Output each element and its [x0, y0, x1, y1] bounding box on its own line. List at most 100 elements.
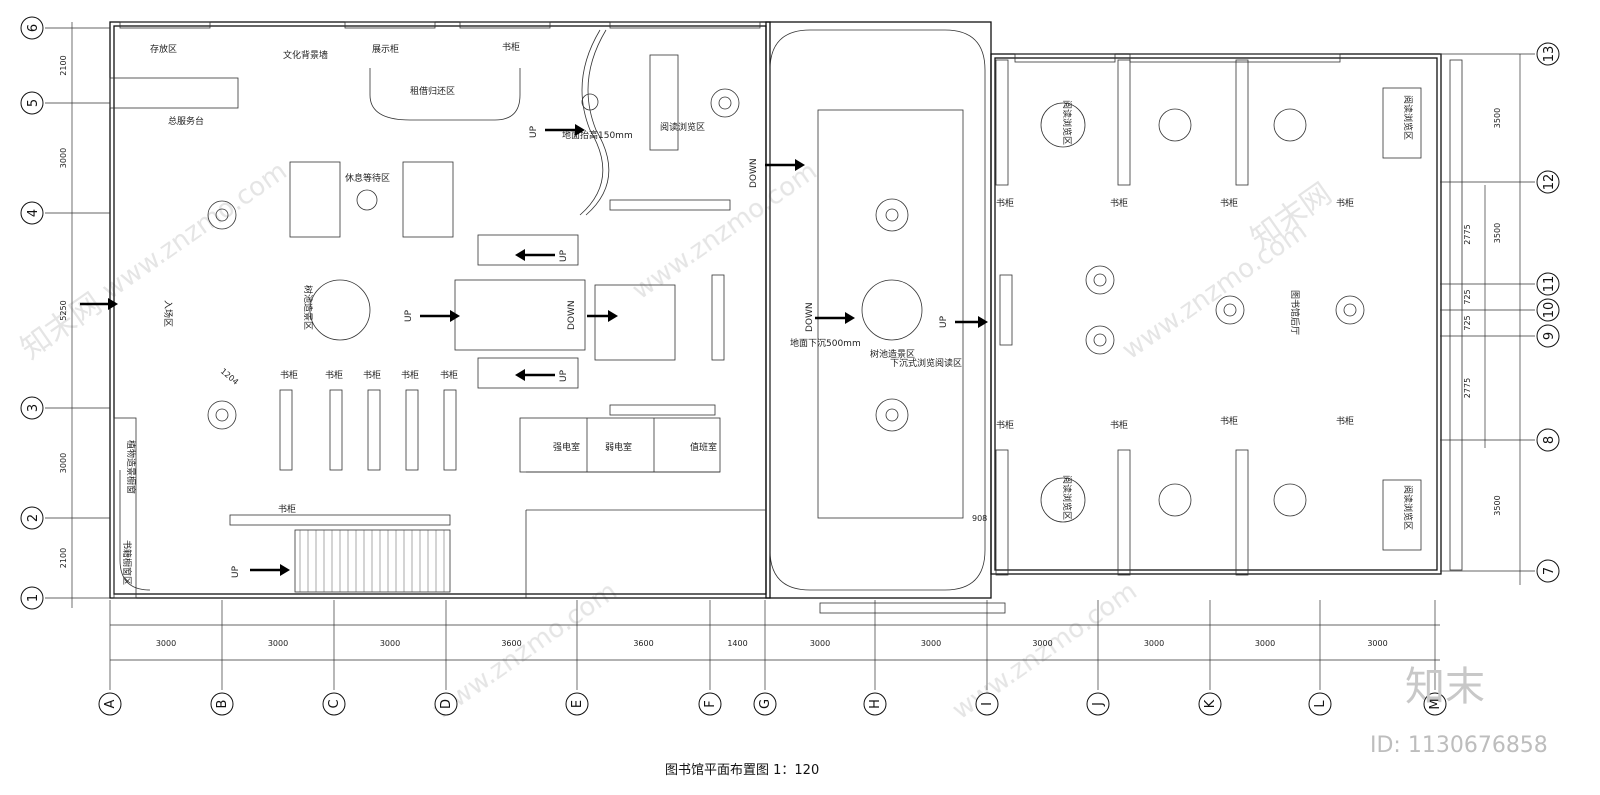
logo: 知末: [1405, 664, 1485, 710]
watermark-layer: www.znzmo.com www.znzmo.com www.znzmo.co…: [15, 156, 1339, 726]
label-yuedu-r2: 阅读浏览区: [1061, 475, 1073, 520]
image-id: ID: 1130676858: [1370, 733, 1548, 758]
axis-label: C: [327, 699, 342, 708]
arrow-right-icon: [80, 298, 118, 310]
label-908: 908: [972, 514, 987, 523]
label-shuji: 书籍橱窗区: [121, 540, 133, 585]
axis-label: 3: [26, 404, 41, 412]
axis-bubble: [1536, 428, 1560, 452]
dimension-lines: [71, 22, 1521, 661]
arrow-right-icon: [765, 159, 805, 171]
dimension-label: 3500: [1493, 223, 1502, 243]
axis-bubble: [20, 91, 44, 115]
dimension-label: 2775: [1463, 224, 1472, 244]
dimension-label: 3000: [268, 639, 288, 648]
axis-bubble: [322, 692, 346, 716]
dimension-label: 5250: [59, 300, 68, 320]
label-shugui: 书柜: [996, 197, 1014, 209]
axis-label: 12: [1542, 174, 1557, 191]
axis-label: 1: [26, 594, 41, 602]
dimension-label: 3500: [1493, 108, 1502, 128]
dimension-label: 3000: [59, 148, 68, 168]
walls: [109, 21, 1442, 599]
arrow-right-icon: [250, 564, 290, 576]
drawing-title: 图书馆平面布置图 1：120: [665, 763, 819, 778]
axis-bubble: [210, 692, 234, 716]
axis-label: F: [703, 700, 718, 707]
room-labels: 存放区 文化背景墙 展示柜 书柜 租借归还区 总服务台 休息等待区 地面抬高15…: [121, 41, 1414, 585]
direction-arrows: UP DOWN UP UP DOWN UP UP DOWN UP: [80, 124, 988, 578]
axis-bubble: [1086, 692, 1110, 716]
label-shugui: 书柜: [1336, 415, 1354, 427]
dimension-label: 3000: [810, 639, 830, 648]
axis-bubble: [753, 692, 777, 716]
dimension-label: 3000: [1255, 639, 1275, 648]
axis-label: 7: [1542, 567, 1557, 575]
label-shugui: 书柜: [440, 369, 458, 381]
axis-bubble: [1536, 559, 1560, 583]
axis-label: D: [439, 699, 454, 709]
dimension-label: 2100: [59, 548, 68, 568]
axis-label: 10: [1542, 302, 1557, 319]
label-yuedu-top: 阅读浏览区: [660, 121, 705, 133]
watermark-url: www.znzmo.com: [627, 156, 823, 306]
label-ruodian: 弱电室: [605, 441, 632, 453]
label-shugui: 书柜: [1220, 415, 1238, 427]
dimension-label: 1400: [727, 639, 747, 648]
label-down: DOWN: [749, 158, 759, 188]
axis-label: A: [103, 699, 118, 708]
arrow-right-icon: [955, 316, 988, 328]
dimension-label: 2100: [59, 55, 68, 75]
dimension-label: 3500: [1493, 495, 1502, 515]
axis-bubble: [1536, 170, 1560, 194]
axis-bubble: [1536, 42, 1560, 66]
axis-label: 8: [1542, 436, 1557, 444]
axis-label: G: [758, 699, 773, 709]
axis-label: 5: [26, 99, 41, 107]
axis-bubble: [434, 692, 458, 716]
axis-label: E: [570, 700, 585, 708]
arrow-right-icon: [545, 124, 585, 136]
label-shugui: 书柜: [278, 503, 296, 515]
label-zongfuwu: 总服务台: [168, 115, 204, 127]
axis-bubble: [1536, 272, 1560, 296]
label-shugui: 书柜: [996, 419, 1014, 431]
label-yuedu-r4: 阅读浏览区: [1402, 485, 1414, 530]
watermark-url: www.znzmo.com: [97, 156, 293, 306]
axis-label: 11: [1542, 276, 1557, 293]
label-up: UP: [939, 315, 949, 328]
axis-bubble: [20, 201, 44, 225]
axis-label: B: [215, 700, 230, 709]
axis-bubble: [1536, 324, 1560, 348]
label-shugui: 书柜: [280, 369, 298, 381]
label-qiangdian: 强电室: [553, 441, 580, 453]
label-1204: 1204: [219, 367, 240, 387]
dimension-label: 3600: [501, 639, 521, 648]
dimension-label: 3000: [1144, 639, 1164, 648]
axis-bubble: [863, 692, 887, 716]
axis-label: M: [1428, 698, 1443, 709]
axis-label: 6: [26, 24, 41, 32]
tables: [109, 54, 1422, 551]
label-shugui: 书柜: [1110, 197, 1128, 209]
label-zujie: 租借归还区: [410, 85, 455, 97]
dimension-label: 3000: [380, 639, 400, 648]
axis-label: 4: [26, 209, 41, 217]
dimension-label: 2775: [1463, 378, 1472, 398]
axis-label: I: [980, 702, 995, 706]
label-zhiban: 值班室: [690, 441, 717, 453]
label-shugui-top: 书柜: [502, 41, 520, 53]
axis-bubble: [1423, 692, 1447, 716]
axis-bubble: [20, 586, 44, 610]
bookshelves: [119, 21, 1463, 614]
axis-bubble: [565, 692, 589, 716]
axis-bubble: [20, 396, 44, 420]
label-zhanshi: 展示柜: [372, 43, 399, 55]
axis-bubble: [98, 692, 122, 716]
